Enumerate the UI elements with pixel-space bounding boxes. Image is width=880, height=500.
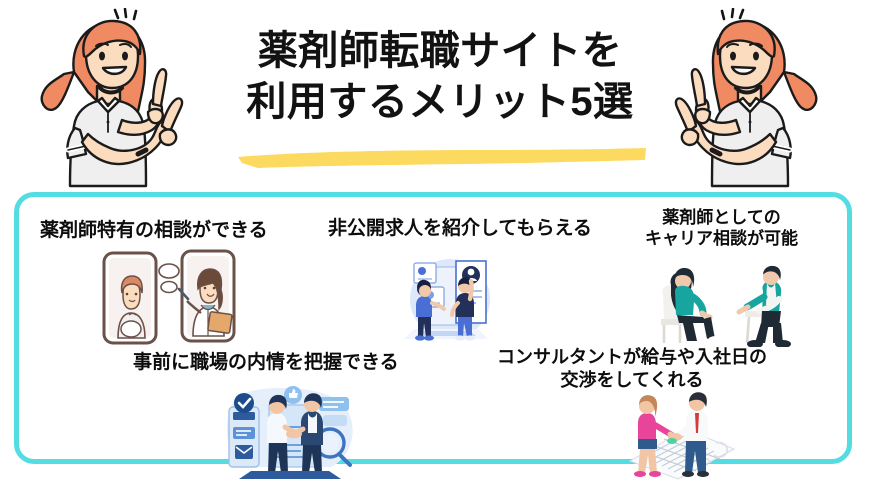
character-left-pointing-right — [12, 7, 190, 195]
video-consultation-illustration — [101, 247, 237, 345]
benefit-label-3-line-2: キャリア相談が可能 — [645, 229, 798, 249]
character-right-pointing-left — [668, 7, 846, 195]
benefit-label-5: コンサルタントが給与や入社日の 交渉をしてくれる — [497, 346, 767, 391]
job-listings-board-illustration — [392, 243, 498, 347]
benefit-label-1: 薬剤師特有の相談ができる — [40, 220, 268, 241]
page-title: 薬剤師転職サイトを 利用するメリット5選 — [205, 26, 675, 128]
benefit-label-2: 非公開求人を紹介してもらえる — [328, 218, 592, 239]
benefit-label-4: 事前に職場の内情を把握できる — [133, 352, 399, 373]
benefit-label-3: 薬剤師としての キャリア相談が可能 — [645, 207, 798, 250]
benefit-label-5-line-1: コンサルタントが給与や入社日の — [497, 347, 767, 367]
benefit-label-3-line-1: 薬剤師としての — [662, 208, 781, 227]
workplace-insight-handshake-illustration — [205, 381, 371, 481]
salary-negotiation-illustration — [600, 385, 756, 481]
yellow-brush-underline — [236, 147, 648, 169]
title-line-2: 利用するメリット5選 — [246, 80, 634, 125]
benefit-label-5-line-2: 交渉をしてくれる — [560, 369, 704, 390]
career-counseling-illustration — [645, 255, 797, 347]
title-line-1: 薬剤師転職サイトを — [257, 29, 623, 73]
